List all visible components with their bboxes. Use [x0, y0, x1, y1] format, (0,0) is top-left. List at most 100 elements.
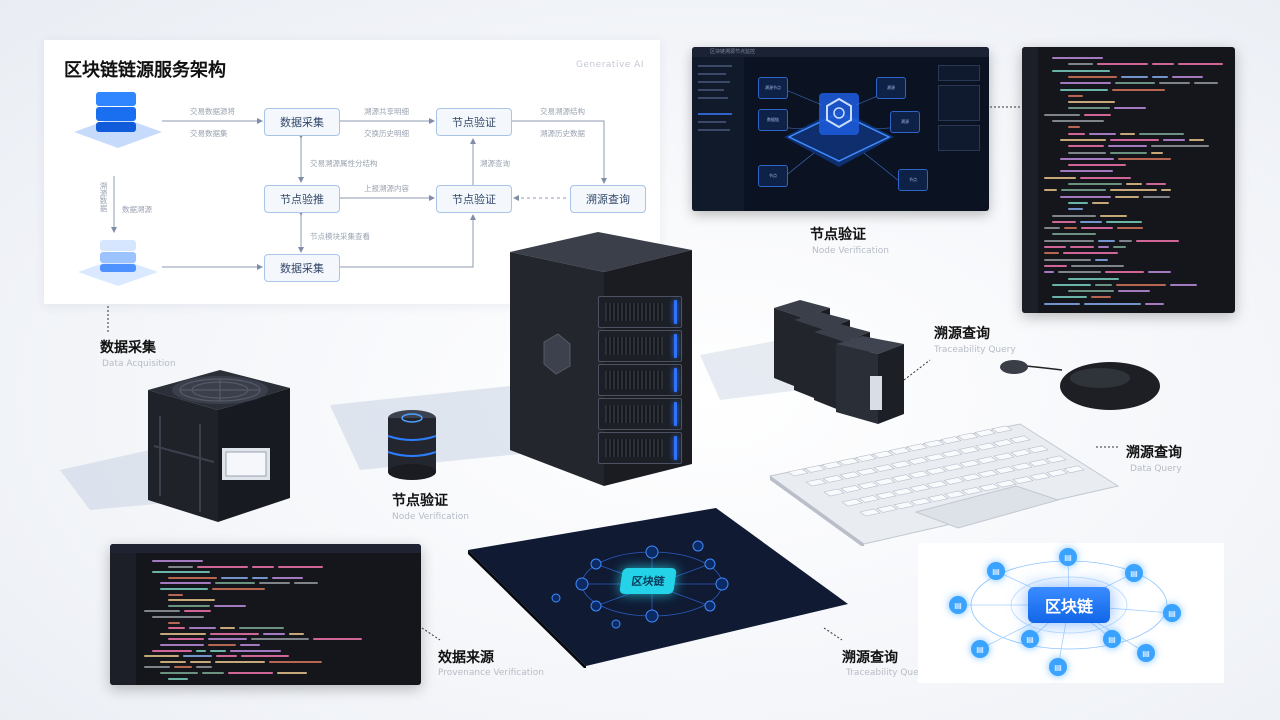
- mousepad-blockchain-label: 区块链: [619, 568, 677, 594]
- dashboard-box[interactable]: 节点: [898, 169, 928, 191]
- code-line: [1060, 157, 1114, 160]
- code-line: [228, 672, 273, 674]
- code-line: [289, 632, 304, 635]
- dashboard-sidebar: [692, 57, 744, 211]
- code-line: [1114, 107, 1146, 110]
- keyboard[interactable]: [766, 420, 1122, 546]
- code-line: [259, 582, 290, 585]
- keyboard-key: [855, 454, 877, 462]
- code-line: [1044, 227, 1060, 230]
- keyboard-key: [1011, 462, 1033, 471]
- keyboard-key: [856, 467, 878, 476]
- keyboard-key: [908, 470, 930, 479]
- keyboard-key: [959, 459, 981, 468]
- caption-node-verify-mid-sub: Node Verification: [392, 512, 469, 522]
- edge-label: 节点模块采集查看: [310, 232, 370, 241]
- code-line: [1170, 283, 1197, 286]
- dashboard-box[interactable]: 溯源节点: [758, 77, 788, 99]
- database-icon: [78, 240, 158, 286]
- caption-node-verify-top-sub: Node Verification: [812, 246, 889, 256]
- code-line: [1044, 264, 1067, 267]
- doc-icon: ▤: [1021, 630, 1039, 648]
- code-line: [210, 649, 226, 652]
- caption-trace-query-2: 溯源查询: [1126, 445, 1182, 461]
- code-line: [1105, 271, 1144, 274]
- code-line: [1060, 195, 1111, 198]
- code-line: [216, 655, 237, 658]
- code-line: [1163, 138, 1185, 141]
- code-line: [208, 638, 247, 641]
- code-editor-right: [1022, 47, 1235, 313]
- dashboard-box[interactable]: 溯源: [876, 77, 906, 99]
- code-line: [1068, 145, 1104, 148]
- node-verify[interactable]: 节点验证: [436, 108, 512, 136]
- doc-icon: ▤: [949, 596, 967, 614]
- keyboard-key: [1045, 455, 1067, 464]
- code-line: [197, 565, 248, 568]
- dashboard-box[interactable]: 节点: [758, 165, 788, 187]
- mouse[interactable]: [996, 350, 1164, 416]
- doc-icon: ▤: [1059, 548, 1077, 566]
- keyboard-key: [891, 474, 913, 482]
- code-line: [168, 599, 215, 602]
- node-trace-query[interactable]: 溯源查询: [570, 185, 646, 213]
- code-line: [294, 582, 318, 585]
- code-line: [1161, 189, 1171, 192]
- keyboard-key: [823, 488, 845, 497]
- edge-label: 交易数据集: [190, 129, 228, 138]
- code-line: [1068, 126, 1080, 129]
- code-line: [152, 649, 192, 652]
- keyboard-key: [889, 447, 911, 455]
- code-line: [1052, 220, 1076, 223]
- code-line: [1052, 296, 1087, 299]
- edge-label: 数据溯源: [122, 205, 152, 214]
- keyboard-key: [991, 425, 1013, 434]
- server-drive-bay: [598, 364, 682, 396]
- code-line: [1044, 271, 1054, 274]
- keyboard-key: [926, 480, 948, 489]
- keyboard-key: [925, 467, 947, 475]
- code-line: [1110, 151, 1147, 154]
- code-line: [1058, 271, 1101, 274]
- keyboard-key: [890, 460, 912, 469]
- keyboard-key: [978, 483, 1000, 492]
- code-line: [1060, 88, 1108, 91]
- code-line: [1061, 189, 1106, 192]
- node-data-collect[interactable]: 数据采集: [264, 108, 340, 136]
- dashboard-box[interactable]: 溯源: [890, 111, 920, 133]
- code-line: [1080, 220, 1102, 223]
- node-verify-2[interactable]: 节点验证: [436, 185, 512, 213]
- page-title: 区块链链源服务架构: [64, 60, 226, 81]
- caption-data-collect: 数据采集: [100, 340, 156, 356]
- code-line: [152, 560, 203, 562]
- keyboard-key: [874, 477, 896, 486]
- keyboard-key: [840, 485, 862, 493]
- node-verify-push[interactable]: 节点验推: [264, 185, 340, 213]
- keyboard-key: [906, 443, 928, 452]
- code-line: [1136, 239, 1179, 242]
- dashboard-title: 区块链溯源节点监控: [710, 49, 756, 55]
- keyboard-key: [957, 432, 979, 441]
- caption-node-verify-top: 节点验证: [810, 227, 866, 243]
- line-gutter: [110, 553, 136, 685]
- code-line: [1139, 132, 1184, 135]
- dashboard-titlebar: [692, 47, 989, 57]
- code-line: [1068, 107, 1110, 110]
- code-line: [1159, 82, 1190, 85]
- database-cylinder: [387, 410, 437, 480]
- code-line: [1068, 75, 1117, 78]
- code-editor-left: [110, 544, 421, 685]
- edge-label: 溯源历史数据: [540, 129, 585, 138]
- code-line: [1118, 290, 1150, 293]
- keyboard-key: [892, 487, 914, 496]
- code-line: [1115, 82, 1155, 85]
- keyboard-key: [909, 484, 931, 492]
- code-line: [1117, 227, 1143, 230]
- dashboard-box[interactable]: 数据链: [758, 109, 788, 131]
- code-line: [1052, 120, 1104, 122]
- code-line: [1060, 170, 1113, 173]
- code-line: [160, 588, 208, 590]
- keyboard-key: [873, 464, 895, 472]
- keyboard-key: [941, 449, 963, 458]
- node-data-collect-2[interactable]: 数据采集: [264, 254, 340, 282]
